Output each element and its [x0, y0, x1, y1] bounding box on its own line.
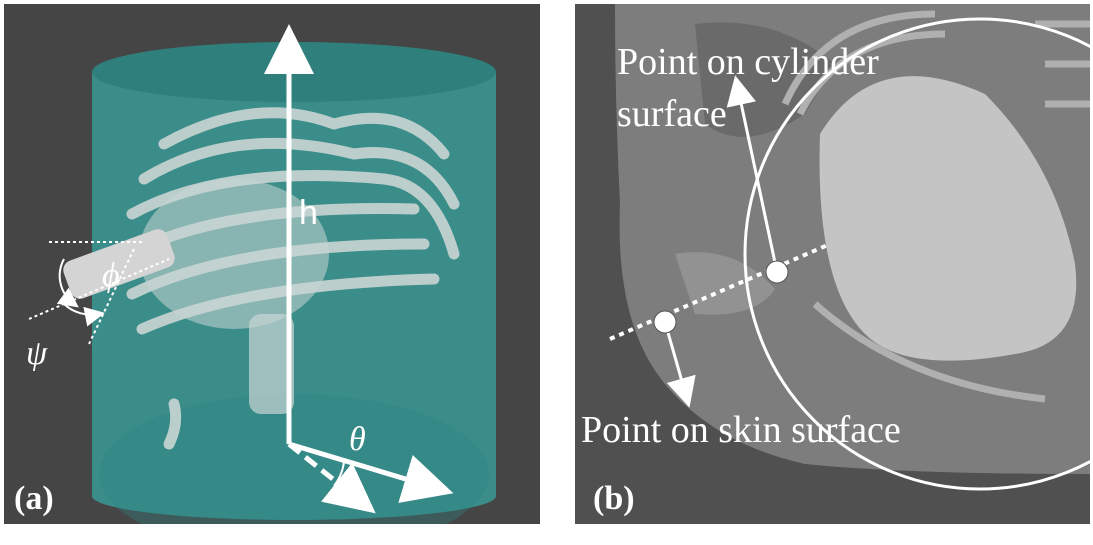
phi-label: ϕ: [102, 257, 120, 294]
cylinder-surface-point: [765, 260, 789, 284]
probe-angle-annotations: [28, 241, 170, 345]
panel-label-b: (b): [593, 480, 635, 517]
panel-b-figure: Point on cylinder surface Point on skin …: [581, 4, 1090, 517]
cylinder-outline: [743, 17, 1090, 491]
skin-point-label: Point on skin surface: [581, 409, 901, 451]
heart-region: [139, 179, 329, 414]
panel-a-figure: h θ ϕ ψ (a): [14, 24, 496, 524]
cylinder-point-arrow: [726, 75, 779, 273]
rib-cage: [123, 107, 460, 450]
skin-point-arrow: [663, 321, 696, 408]
cylinder-point-label-line1: Point on cylinder: [617, 41, 879, 83]
cylinder-point-label-line2: surface: [617, 93, 727, 135]
psi-label: ψ: [26, 335, 48, 372]
panel-a: h θ ϕ ψ (a): [4, 4, 540, 524]
h-label: h: [299, 194, 318, 232]
theta-label: θ: [349, 421, 366, 458]
organ: [819, 76, 1077, 361]
skin-surface-point: [653, 310, 677, 334]
panel-b: Point on cylinder surface Point on skin …: [575, 4, 1090, 524]
probe-icon: [63, 229, 175, 299]
panel-label-a: (a): [14, 480, 54, 517]
theta-arc: [333, 461, 345, 487]
theta-dashed-arrow: [287, 442, 376, 514]
